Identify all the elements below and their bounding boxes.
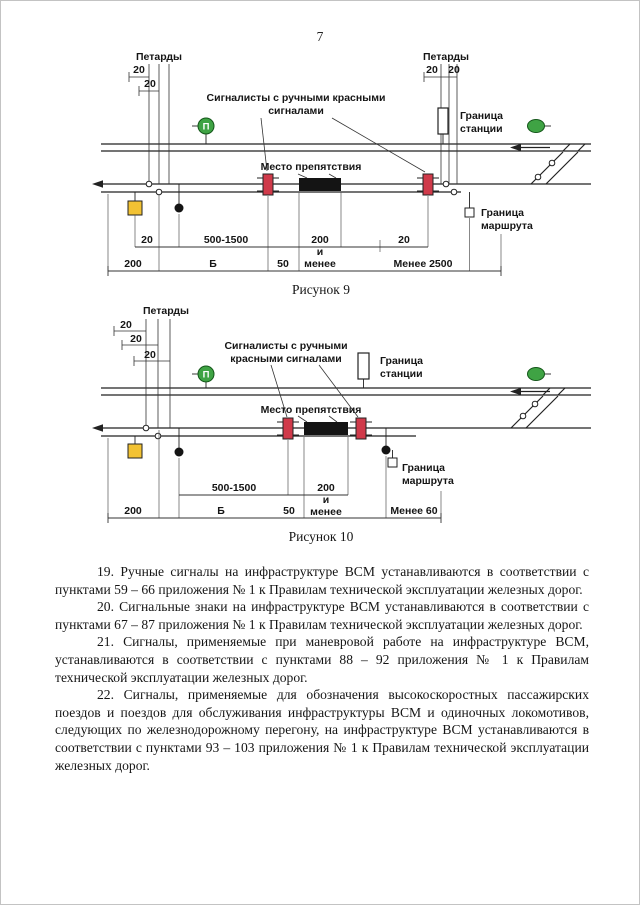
- fig9-track-points: [145, 159, 556, 196]
- main-track-direction-arrow-icon: [92, 424, 103, 432]
- fig9-petards-label-left: Петарды: [136, 51, 182, 63]
- upper-track-direction-arrow-icon: [510, 387, 521, 396]
- fig9-dim-less-2500: Менее 2500: [394, 258, 453, 270]
- fig9-signalers-label-line2: сигналами: [268, 105, 324, 117]
- paragraph-20: 20. Сигнальные знаки на инфраструктуре В…: [55, 599, 589, 632]
- obstacle-bar: [299, 178, 341, 191]
- fig9-dim-200-l3: менее: [304, 258, 336, 270]
- paragraph-19: 19. Ручные сигналы на инфраструктуре ВСМ…: [55, 564, 589, 597]
- fig9-dim-200-l1: 200: [311, 234, 329, 246]
- paragraph-21: 21. Сигналы, применяемые при маневровой …: [55, 634, 589, 685]
- hand-signal-red-right: [417, 173, 439, 196]
- shunting-signal-letter: П: [203, 370, 210, 381]
- shunting-signal: П: [192, 365, 215, 388]
- fig9-route-border-label-line1: Граница: [481, 207, 524, 219]
- signaler-dot-right: [381, 428, 391, 455]
- fig10-dim-20-2: 20: [130, 333, 142, 345]
- signaler-dot: [174, 184, 184, 213]
- fig10-dim-less-60: Менее 60: [390, 505, 437, 517]
- figure-10-caption: Рисунок 10: [289, 529, 354, 544]
- fig9-route-border-label-line2: маршрута: [481, 220, 533, 232]
- fig10-dim-500-1500: 500-1500: [212, 482, 257, 494]
- fig10-route-border-label-line2: маршрута: [402, 475, 454, 487]
- fig9-dim-20-bottom-right: 20: [398, 234, 410, 246]
- route-border-symbol: [387, 450, 398, 468]
- station-border-symbol: [357, 352, 370, 388]
- exit-signal: [527, 367, 551, 381]
- fig9-dim-20-tr2: 20: [448, 64, 460, 76]
- page-number: 7: [316, 29, 324, 44]
- fig10-dim-b: Б: [217, 505, 225, 517]
- fig10-track-points: [142, 400, 539, 440]
- fig9-dim-200-base: 200: [124, 258, 142, 270]
- fig9-dim-20-tl2: 20: [144, 78, 156, 90]
- main-track-direction-arrow-icon: [92, 180, 103, 188]
- hand-signal-red-left: [277, 417, 299, 440]
- fig9-dim-20-bottom-left: 20: [141, 234, 153, 246]
- obstacle-bar: [304, 422, 348, 435]
- fig10-dim-200-l2: и: [323, 494, 329, 506]
- fig9-dimension-lines: [107, 246, 502, 276]
- shunting-signal: П: [192, 117, 215, 144]
- upper-track-direction-arrow-icon: [510, 143, 521, 152]
- fig9-obstacle-label: Место препятствия: [261, 161, 362, 173]
- track-marker-yellow: [127, 192, 143, 216]
- fig9-dim-500-1500: 500-1500: [204, 234, 249, 246]
- figure-9-caption: Рисунок 9: [292, 282, 350, 297]
- fig9-dim-20-tr1: 20: [426, 64, 438, 76]
- fig9-petard-marks-left: [128, 64, 170, 184]
- fig9-leader-lines: [260, 117, 426, 179]
- body-text: 19. Ручные сигналы на инфраструктуре ВСМ…: [55, 563, 589, 774]
- fig10-dim-20-1: 20: [120, 319, 132, 331]
- station-border-symbol: [437, 107, 449, 144]
- fig9-signalers-label-line1: Сигналисты с ручными красными: [207, 92, 386, 104]
- exit-signal: [527, 119, 551, 133]
- fig10-leader-lines: [270, 364, 359, 423]
- fig10-dimension-lines: [107, 494, 442, 523]
- paragraph-22: 22. Сигналы, применяемые для обозначения…: [55, 687, 589, 773]
- fig10-station-border-label-line1: Граница: [380, 355, 423, 367]
- shunting-signal-letter: П: [203, 122, 210, 133]
- track-marker-yellow: [127, 436, 143, 459]
- fig9-dim-b: Б: [209, 258, 217, 270]
- hand-signal-red-left: [257, 173, 279, 196]
- fig10-dim-200-l1: 200: [317, 482, 335, 494]
- fig9-station-border-label-line1: Граница: [460, 110, 503, 122]
- fig10-dim-50: 50: [283, 505, 295, 517]
- fig10-petards-label: Петарды: [143, 305, 189, 317]
- fig9-dim-200-l2: и: [317, 246, 323, 258]
- route-border-symbol: [464, 192, 475, 218]
- fig9-dim-50: 50: [277, 258, 289, 270]
- signaler-dot-left: [174, 428, 184, 457]
- fig10-route-border-label-line1: Граница: [402, 462, 445, 474]
- fig9-petards-label-right: Петарды: [423, 51, 469, 63]
- fig9-extension-lines: [107, 192, 502, 271]
- fig10-petard-marks: [113, 319, 171, 428]
- hand-signal-red-right: [350, 417, 372, 440]
- fig9-station-border-label-line2: станции: [460, 123, 503, 135]
- fig10-dim-20-3: 20: [144, 349, 156, 361]
- fig10-obstacle-label: Место препятствия: [261, 404, 362, 416]
- figure-9-diagram: П: [92, 51, 591, 297]
- fig9-dim-20-tl1: 20: [133, 64, 145, 76]
- figure-10-diagram: П: [92, 305, 591, 544]
- fig10-dim-200-base: 200: [124, 505, 142, 517]
- fig10-signalers-label-line2: красными сигналами: [230, 353, 341, 365]
- fig10-signalers-label-line1: Сигналисты с ручными: [224, 340, 347, 352]
- fig10-station-border-label-line2: станции: [380, 368, 423, 380]
- fig10-dim-200-l3: менее: [310, 506, 342, 518]
